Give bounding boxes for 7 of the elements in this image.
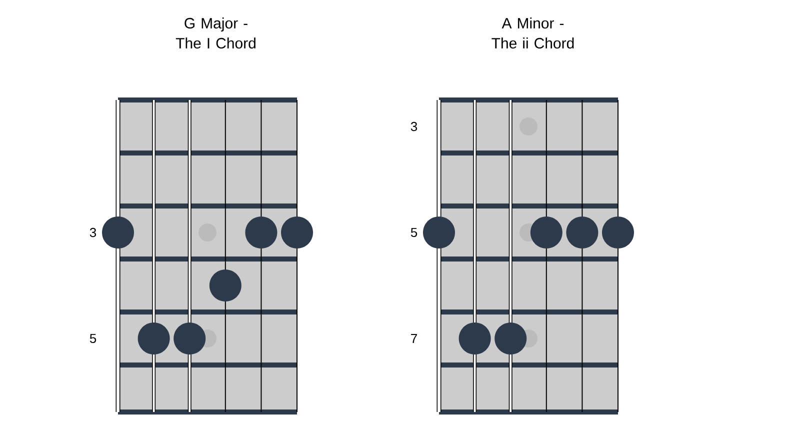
- fret-number: 3: [410, 122, 418, 132]
- chord-title: G Major - The I Chord: [176, 18, 256, 49]
- fret-number: 3: [90, 228, 96, 238]
- fret-number: 5: [410, 228, 418, 238]
- chord-title: A Minor - The ii Chord: [492, 18, 574, 49]
- fret-number: 7: [411, 334, 417, 343]
- fret-number: 5: [90, 334, 96, 344]
